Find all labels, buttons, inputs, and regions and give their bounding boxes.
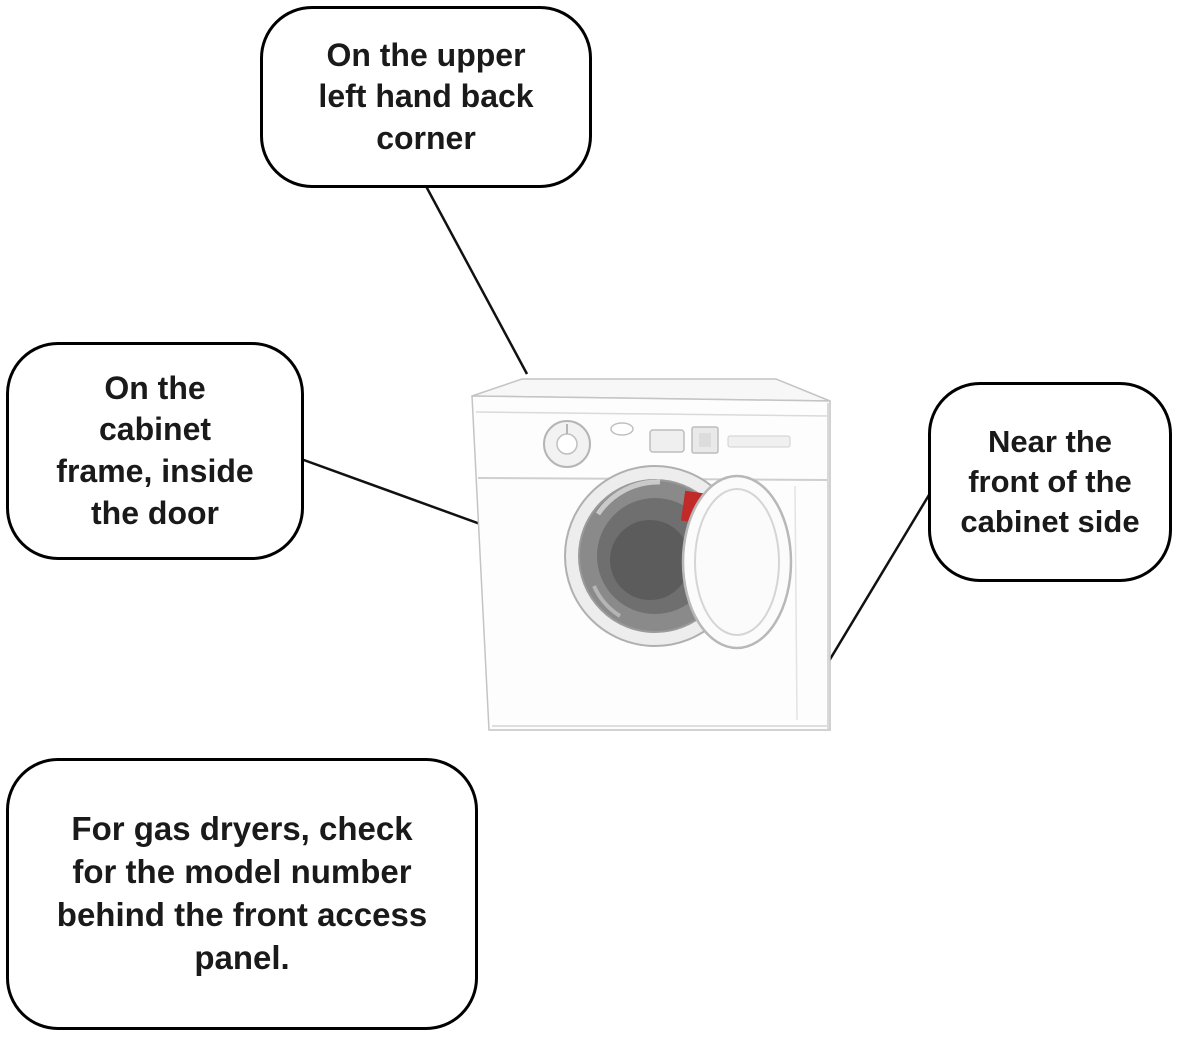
callout-upper-left-back-corner: On the upper left hand back corner [260, 6, 592, 188]
drum-highlight-top [595, 479, 661, 516]
control-switch-lever [699, 433, 711, 447]
callout-front-of-cabinet-side: Near the front of the cabinet side [928, 382, 1172, 582]
connector-top-back-corner [418, 174, 529, 375]
connector-cabinet-side [827, 479, 940, 662]
dryer-front-seam [794, 485, 798, 721]
control-oval [610, 422, 634, 436]
open-door-inner-rim [694, 488, 780, 636]
callout-cabinet-frame-inside-door: On the cabinet frame, inside the door [6, 342, 304, 560]
open-door [681, 474, 793, 650]
control-label-strip [727, 435, 791, 448]
drum-back [610, 520, 690, 600]
drum-highlight-bottom [592, 585, 622, 618]
callout-gas-dryers-access-panel: For gas dryers, check for the model numb… [6, 758, 478, 1030]
timer-dial-knob [556, 433, 578, 455]
control-panel-top-seam [475, 411, 829, 417]
control-button-group [649, 429, 685, 453]
